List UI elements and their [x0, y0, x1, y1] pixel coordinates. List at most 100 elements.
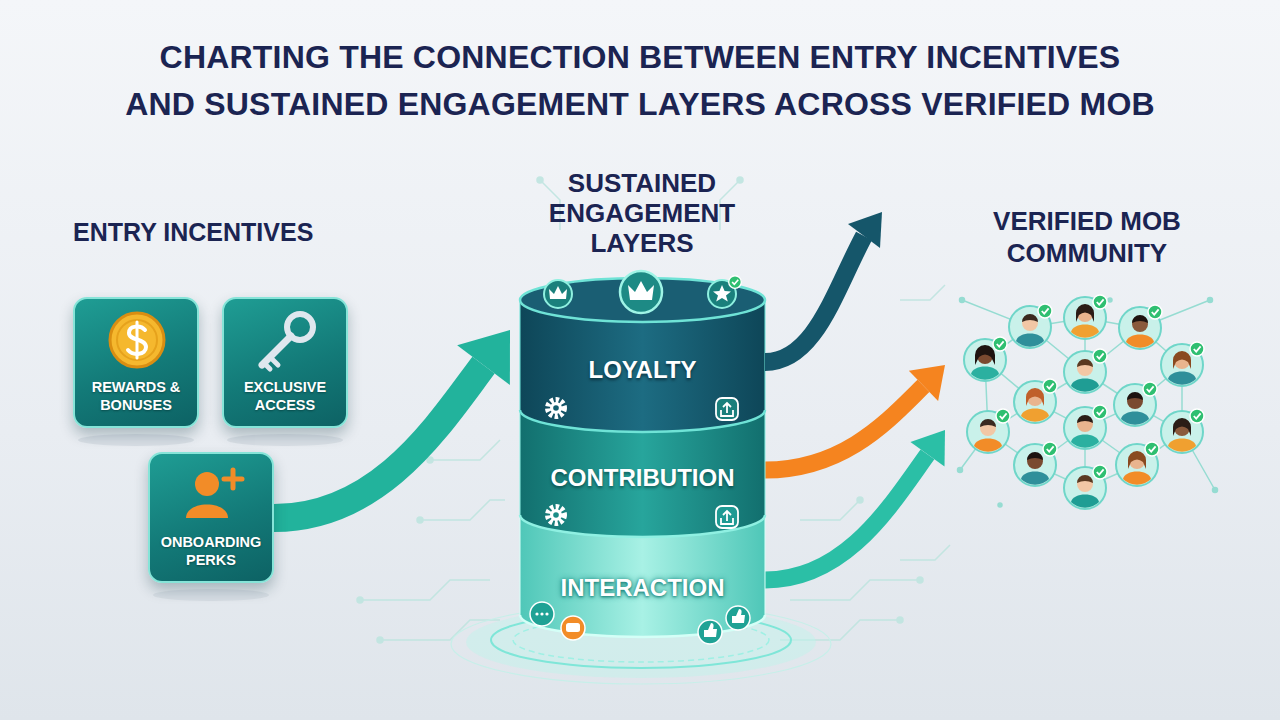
- member-avatars-part-part: [1121, 412, 1149, 425]
- network-links-part: [958, 468, 963, 473]
- loyalty-outflow-arrow-part: [848, 212, 882, 248]
- member-avatars-part-part: [1026, 388, 1044, 406]
- layer-rim: [520, 615, 765, 637]
- circuit-lines-part: [917, 577, 923, 583]
- member-avatars-part-part: [1148, 305, 1162, 319]
- member-avatars-part-part: [980, 419, 996, 427]
- circuit-lines-part: [537, 177, 543, 183]
- member-avatars-part-part: [1077, 359, 1093, 367]
- member-avatars-part-part: [1064, 407, 1106, 449]
- network-links: [958, 298, 1218, 508]
- member-avatars-part-part: [1127, 393, 1143, 409]
- circuit-lines-part: [427, 457, 433, 463]
- circuit-lines-part: [360, 580, 490, 600]
- circuit-lines-part: [800, 500, 860, 520]
- community-heading: VERIFIED MOB COMMUNITY: [962, 205, 1212, 269]
- member-avatars-part: [1116, 442, 1159, 486]
- shadow-under-tiles-part: [153, 589, 269, 601]
- layer-body: [520, 493, 765, 637]
- member-avatars-part-part: [1021, 409, 1049, 422]
- layer-edge: [520, 515, 765, 615]
- stack-heading: SUSTAINED ENGAGEMENT LAYERS: [532, 168, 752, 258]
- layer-edge: [520, 410, 765, 515]
- shadow-under-tiles-part: [78, 434, 194, 446]
- flow-arrow: [765, 365, 945, 470]
- member-avatars-part-part: [967, 411, 1009, 453]
- member-avatars-part-part: [996, 409, 1010, 423]
- member-avatars-part: [1064, 465, 1107, 509]
- member-avatars-part-part: [1190, 409, 1204, 423]
- member-avatars-part-part: [1022, 315, 1038, 331]
- member-avatars-part-part: [1027, 453, 1043, 469]
- network-links-part: [985, 318, 1182, 488]
- member-avatars-part-part: [1128, 451, 1146, 469]
- member-avatars-part-part: [1022, 314, 1038, 322]
- member-avatars-part-part: [1161, 344, 1203, 386]
- circuit-lines-part: [417, 517, 423, 523]
- member-avatars-part-part: [1077, 416, 1093, 432]
- circuit-lines-part: [380, 620, 500, 640]
- arrow-head: [909, 365, 945, 401]
- member-avatars-part: [1009, 304, 1052, 348]
- member-avatars-part-part: [1143, 382, 1157, 396]
- member-avatars-part-part: [964, 339, 1006, 381]
- member-avatars-part-part: [1114, 384, 1156, 426]
- network-links-part: [1108, 298, 1112, 302]
- layer-label: CONTRIBUTION: [520, 464, 765, 492]
- member-avatars-part-part: [1014, 444, 1056, 486]
- tile-label: REWARDS & BONUSES: [79, 378, 193, 414]
- tile-label: EXCLUSIVE ACCESS: [228, 378, 342, 414]
- loyalty-outflow-arrow: [765, 212, 882, 362]
- member-avatars-part-part: [1132, 315, 1148, 323]
- member-avatars: [964, 295, 1204, 509]
- loyalty-outflow-arrow-part: [765, 236, 864, 362]
- member-avatars-part-part: [1093, 465, 1107, 479]
- member-avatars-part-part: [1077, 475, 1093, 483]
- member-avatars-part-part: [1014, 381, 1056, 423]
- member-avatars-part-part: [1064, 297, 1106, 339]
- member-avatars-part-part: [1077, 306, 1093, 322]
- member-avatars-part-part: [1123, 472, 1151, 485]
- member-avatars-part-part: [1174, 420, 1190, 436]
- arrow-head: [910, 430, 945, 467]
- member-avatars-part-part: [971, 367, 999, 380]
- member-avatars-part-part: [1145, 442, 1159, 456]
- member-avatars-part-part: [1126, 335, 1154, 348]
- arrow-shaft: [765, 386, 923, 470]
- member-avatars-part: [1064, 349, 1107, 393]
- member-avatars-part-part: [1038, 304, 1052, 318]
- member-avatars-part-part: [1027, 452, 1043, 460]
- cylinder-layer-shape: [520, 278, 765, 432]
- incentive-tile: EXCLUSIVE ACCESS: [222, 297, 348, 428]
- member-avatars-part-part: [1132, 316, 1148, 332]
- member-avatars-part-part: [1129, 453, 1145, 469]
- member-avatars-part-part: [1093, 405, 1107, 419]
- member-avatars-part-part: [1116, 444, 1158, 486]
- circuit-lines-part: [900, 545, 950, 560]
- member-avatars-part-part: [1077, 415, 1093, 423]
- member-avatars-part-part: [1173, 418, 1191, 436]
- network-links-part: [1208, 298, 1213, 303]
- layer-label: LOYALTY: [520, 356, 765, 384]
- member-avatars-part-part: [1071, 495, 1099, 508]
- network-links-part: [960, 298, 965, 303]
- member-avatars-part-part: [974, 439, 1002, 452]
- section-heading: ENTRY INCENTIVES: [73, 217, 313, 247]
- arrow-shaft: [765, 454, 927, 580]
- member-avatars-part: [967, 409, 1010, 453]
- member-avatars-part-part: [1168, 439, 1196, 452]
- shadow-under-tiles: [78, 434, 343, 601]
- circuit-lines-part: [857, 497, 863, 503]
- member-avatars-part-part: [1027, 390, 1043, 406]
- member-avatars-part-part: [1009, 306, 1051, 348]
- member-avatars-part-part: [1021, 472, 1049, 485]
- member-avatars-part-part: [1016, 334, 1044, 347]
- shadow-under-tiles-part: [227, 434, 343, 446]
- layer-body: [520, 388, 765, 537]
- member-avatars-part-part: [1071, 435, 1099, 448]
- member-avatars-part-part: [1173, 351, 1191, 369]
- member-avatars-part-part: [977, 348, 993, 364]
- circuit-lines-part: [357, 597, 363, 603]
- member-avatars-part: [1119, 305, 1162, 349]
